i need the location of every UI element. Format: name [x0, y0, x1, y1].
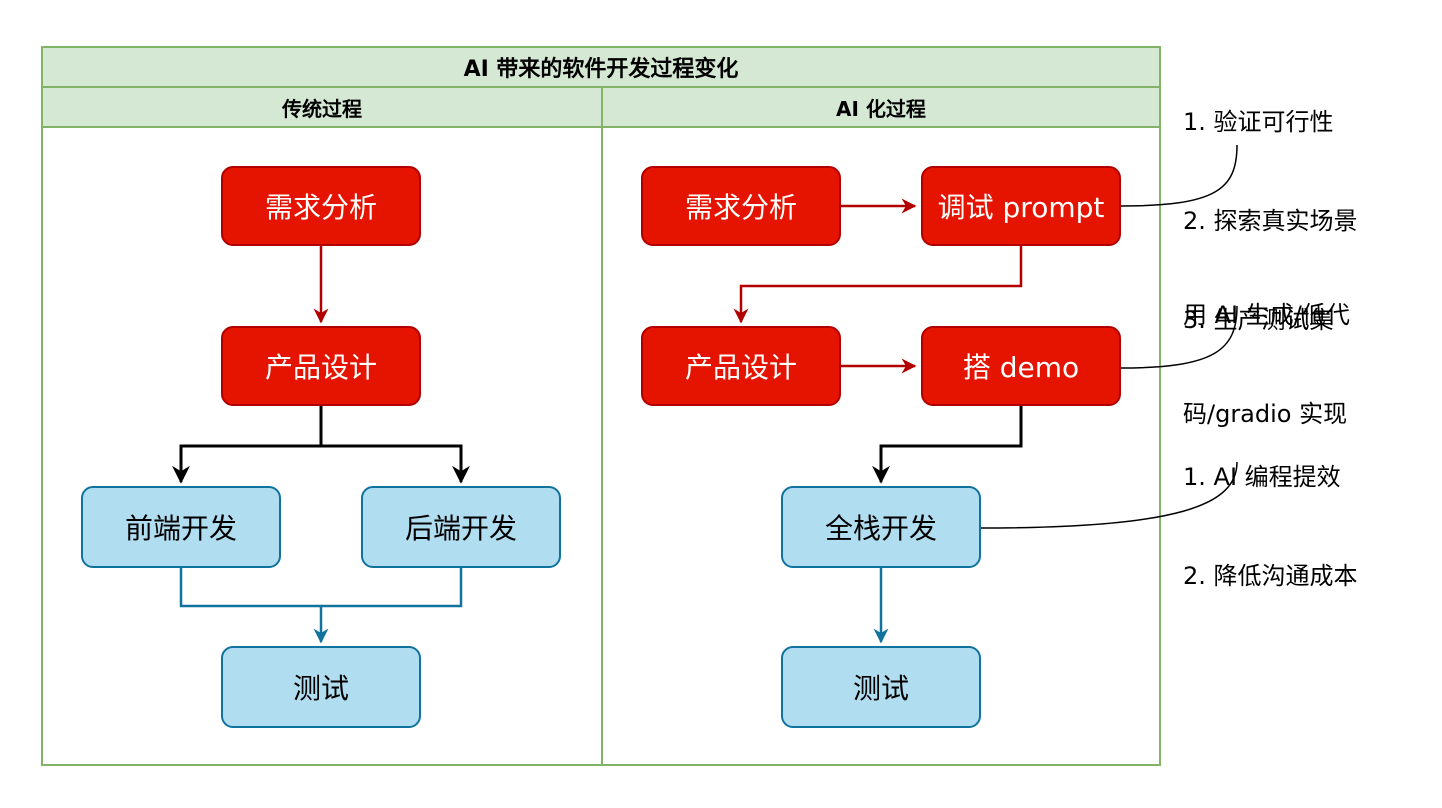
annotation-line: 3. 生产测试集 [1183, 306, 1334, 334]
node-trad-requirements[interactable]: 需求分析 [221, 166, 421, 246]
edge-trad-design-to-backend [321, 444, 470, 484]
callout-prompt-note [1120, 144, 1238, 207]
edge-ai-demo-to-fullstack [872, 406, 1023, 484]
callout-fullstack-note [980, 461, 1238, 529]
node-trad-testing[interactable]: 测试 [221, 646, 421, 728]
node-ai-requirements[interactable]: 需求分析 [641, 166, 841, 246]
node-trad-frontend[interactable]: 前端开发 [81, 486, 281, 568]
edge-ai-prompt-to-design [733, 246, 1023, 324]
node-ai-build-demo[interactable]: 搭 demo [921, 326, 1121, 406]
annotation-line: 2. 降低沟通成本 [1183, 562, 1358, 590]
node-trad-product-design[interactable]: 产品设计 [221, 326, 421, 406]
lane-header-ai: AI 化过程 [601, 86, 1161, 128]
edge-trad-backend-to-test [321, 568, 463, 608]
annotation-fullstack-note: 1. AI 编程提效 2. 降低沟通成本 [1183, 395, 1358, 626]
edge-trad-frontend-to-test [179, 568, 329, 644]
annotation-line: 码/gradio 实现 [1183, 400, 1348, 428]
node-ai-product-design[interactable]: 产品设计 [641, 326, 841, 406]
annotation-line: 用 AI 生成/低代 [1183, 301, 1350, 329]
annotation-demo-note: 用 AI 生成/低代 码/gradio 实现 [1183, 233, 1350, 464]
node-ai-debug-prompt[interactable]: 调试 prompt [921, 166, 1121, 246]
node-trad-backend[interactable]: 后端开发 [361, 486, 561, 568]
lane-body-ai [601, 126, 1161, 766]
annotation-line: 1. 验证可行性 [1183, 108, 1334, 136]
annotation-line: 2. 探索真实场景 [1183, 207, 1358, 235]
edge-trad-design-to-frontend [172, 406, 323, 484]
annotation-prompt-note: 1. 验证可行性 2. 探索真实场景 3. 生产测试集 [1183, 40, 1358, 370]
node-ai-fullstack[interactable]: 全栈开发 [781, 486, 981, 568]
node-ai-testing[interactable]: 测试 [781, 646, 981, 728]
callout-demo-note [1120, 305, 1238, 369]
annotation-line: 1. AI 编程提效 [1183, 463, 1341, 491]
